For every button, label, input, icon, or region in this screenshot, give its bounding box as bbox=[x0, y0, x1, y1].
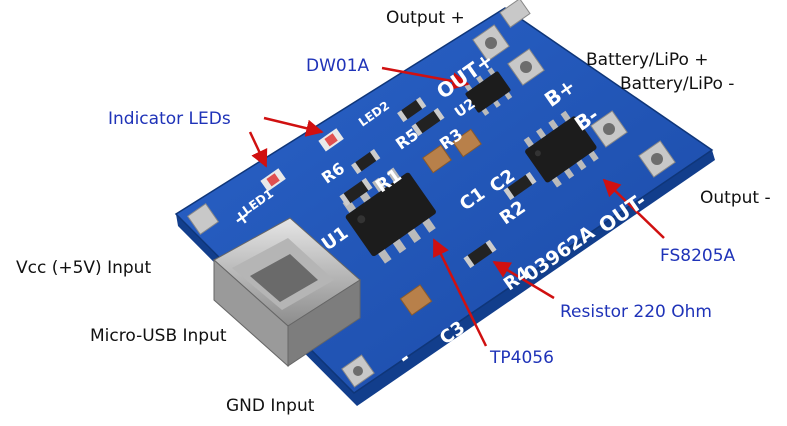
arrow-resistor bbox=[492, 260, 555, 300]
arrow-tp4056 bbox=[432, 238, 488, 347]
label-indicator-leds: Indicator LEDs bbox=[108, 109, 231, 129]
arrow-fs8205a bbox=[602, 178, 665, 239]
dw01a-chip bbox=[464, 67, 513, 116]
capacitor-c2 bbox=[452, 128, 482, 158]
capacitor-c1 bbox=[422, 144, 452, 174]
resistor-r1 bbox=[339, 177, 373, 207]
resistor-r2 bbox=[503, 171, 537, 201]
label-micro-usb: Micro-USB Input bbox=[90, 326, 227, 346]
label-resistor: Resistor 220 Ohm bbox=[560, 302, 712, 322]
arrow-dw01a bbox=[381, 66, 470, 90]
tp4056-chip bbox=[342, 167, 436, 264]
pad-output-plus-2 bbox=[499, 0, 531, 28]
fs8205a-chip bbox=[523, 110, 599, 188]
label-fs8205a: FS8205A bbox=[660, 246, 736, 266]
resistor-r3 bbox=[411, 107, 445, 137]
label-gnd-input: GND Input bbox=[226, 396, 315, 416]
led1 bbox=[260, 168, 286, 192]
capacitor-c3 bbox=[399, 284, 433, 316]
label-vcc-input: Vcc (+5V) Input bbox=[16, 258, 152, 278]
pad-output-plus bbox=[472, 24, 510, 62]
resistor-r5 bbox=[397, 97, 427, 123]
label-battery-plus: Battery/LiPo + bbox=[586, 50, 709, 70]
pad-battery-plus bbox=[507, 48, 545, 86]
label-tp4056: TP4056 bbox=[490, 348, 554, 368]
label-output-minus: Output - bbox=[700, 188, 771, 208]
pad-gnd-input bbox=[341, 354, 375, 388]
micro-usb-connector bbox=[213, 217, 361, 368]
pad-output-minus bbox=[638, 140, 676, 178]
pad-vcc-input bbox=[186, 202, 220, 236]
label-battery-minus: Battery/LiPo - bbox=[620, 74, 735, 94]
arrow-led-1 bbox=[248, 131, 268, 168]
led2 bbox=[318, 128, 344, 152]
arrow-led-2 bbox=[263, 116, 324, 137]
pad-battery-minus bbox=[590, 110, 628, 148]
resistor-r4 bbox=[463, 239, 497, 269]
label-dw01a: DW01A bbox=[306, 56, 370, 76]
label-output-plus: Output + bbox=[386, 8, 465, 28]
resistor-r6 bbox=[351, 149, 381, 175]
